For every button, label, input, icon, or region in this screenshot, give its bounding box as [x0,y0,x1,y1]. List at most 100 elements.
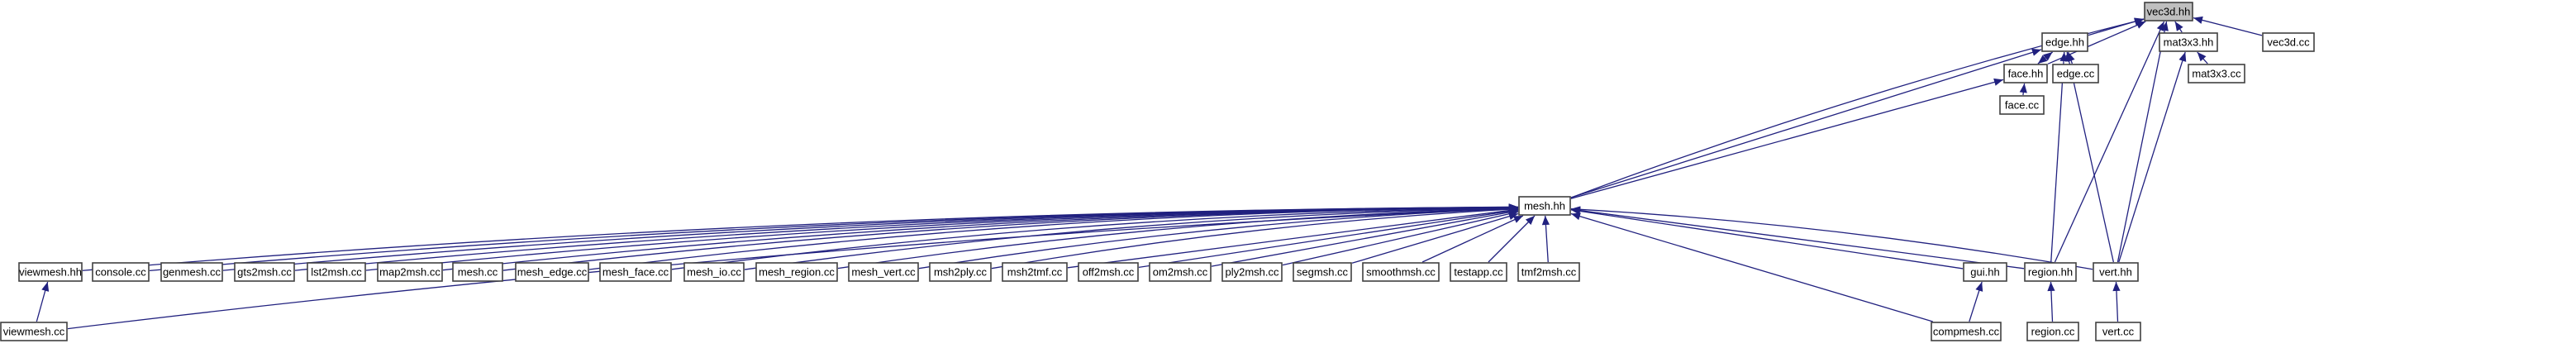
node-box[interactable] [1963,262,2007,282]
node-box[interactable] [2095,322,2141,341]
graph-node-region-hh[interactable]: region.hh [2024,262,2077,282]
graph-edge [1570,208,2025,270]
graph-node-tmf2msh-cc[interactable]: tmf2msh.cc [1517,262,1580,282]
graph-node-mesh-cc[interactable]: mesh.cc [452,262,503,282]
graph-node-region-cc[interactable]: region.cc [2026,322,2079,341]
node-box[interactable] [1517,262,1580,282]
graph-node-console-cc[interactable]: console.cc [92,262,150,282]
graph-edge [918,208,1519,270]
node-box[interactable] [599,262,672,282]
graph-node-mesh-edge-cc[interactable]: mesh_edge.cc [515,262,589,282]
node-box[interactable] [848,262,919,282]
graph-node-genmesh-cc[interactable]: genmesh.cc [160,262,223,282]
graph-edge [2050,51,2065,263]
graph-node-map2msh-cc[interactable]: map2msh.cc [377,262,443,282]
graph-edge [2118,51,2186,263]
graph-node-mat3x3-cc[interactable]: mat3x3.cc [2188,64,2245,83]
graph-edge [1138,209,1519,269]
graph-node-face-hh[interactable]: face.hh [2003,64,2048,83]
node-box[interactable] [683,262,745,282]
node-box[interactable] [2026,322,2079,341]
graph-node-msh2tmf-cc[interactable]: msh2tmf.cc [1002,262,1068,282]
node-box[interactable] [2144,2,2193,21]
graph-node-face-cc[interactable]: face.cc [1999,95,2045,115]
node-box[interactable] [1293,262,1352,282]
graph-edge-arrowhead [2047,282,2055,292]
node-label: gui.hh [1970,265,1999,278]
graph-node-mesh-face-cc[interactable]: mesh_face.cc [599,262,672,282]
node-box[interactable] [515,262,589,282]
graph-node-gui-hh[interactable]: gui.hh [1963,262,2007,282]
graph-node-compmesh-cc[interactable]: compmesh.cc [1931,322,2002,341]
graph-edge-arrowhead [1512,216,1523,223]
node-box[interactable] [452,262,503,282]
node-box[interactable] [1931,322,2002,341]
node-label: vert.hh [2099,265,2132,278]
node-box[interactable] [1149,262,1212,282]
node-box[interactable] [2093,262,2139,282]
graph-node-mat3x3-hh[interactable]: mat3x3.hh [2159,32,2218,52]
node-label: region.hh [2028,265,2073,278]
node-box[interactable] [2188,64,2245,83]
node-box[interactable] [377,262,443,282]
node-label: mesh_edge.cc [517,265,588,278]
node-box[interactable] [1999,95,2045,115]
node-box[interactable] [160,262,223,282]
graph-node-mesh-hh[interactable]: mesh.hh [1518,196,1571,216]
graph-edge [1488,215,1536,263]
node-box[interactable] [2262,32,2315,52]
node-label: segmsh.cc [1297,265,1349,278]
node-box[interactable] [2024,262,2077,282]
graph-node-mesh-io-cc[interactable]: mesh_io.cc [683,262,745,282]
graph-node-om2msh-cc[interactable]: om2msh.cc [1149,262,1212,282]
graph-node-viewmesh-cc[interactable]: viewmesh.cc [0,322,68,341]
node-box[interactable] [2041,32,2088,52]
node-box[interactable] [0,322,68,341]
graph-node-testapp-cc[interactable]: testapp.cc [1450,262,1507,282]
graph-node-vert-hh[interactable]: vert.hh [2093,262,2139,282]
graph-node-vec3d-hh[interactable]: vec3d.hh [2144,2,2193,21]
graph-node-viewmesh-hh[interactable]: viewmesh.hh [18,262,83,282]
graph-node-ply2msh-cc[interactable]: ply2msh.cc [1221,262,1283,282]
graph-edge [2054,21,2165,263]
graph-node-segmsh-cc[interactable]: segmsh.cc [1293,262,1352,282]
graph-edge [1282,211,1519,266]
graph-node-edge-hh[interactable]: edge.hh [2041,32,2088,52]
node-box[interactable] [1362,262,1440,282]
node-box[interactable] [234,262,295,282]
graph-node-mesh-vert-cc[interactable]: mesh_vert.cc [848,262,919,282]
node-box[interactable] [755,262,838,282]
node-box[interactable] [307,262,366,282]
graph-node-msh2ply-cc[interactable]: msh2ply.cc [929,262,992,282]
graph-node-lst2msh-cc[interactable]: lst2msh.cc [307,262,366,282]
node-box[interactable] [1002,262,1068,282]
node-label: vec3d.hh [2147,5,2191,17]
graph-node-mesh-region-cc[interactable]: mesh_region.cc [755,262,838,282]
node-box[interactable] [2159,32,2218,52]
graph-node-edge-cc[interactable]: edge.cc [2052,64,2099,83]
graph-node-vert-cc[interactable]: vert.cc [2095,322,2141,341]
graph-edge [1570,208,2093,270]
graph-node-vec3d-cc[interactable]: vec3d.cc [2262,32,2315,52]
node-label: msh2tmf.cc [1007,265,1063,278]
node-label: mesh_face.cc [602,265,669,278]
node-box[interactable] [1518,196,1571,216]
graph-node-smoothmsh-cc[interactable]: smoothmsh.cc [1362,262,1440,282]
node-box[interactable] [1078,262,1139,282]
graph-edge-arrowhead [2065,52,2074,62]
graph-node-gts2msh-cc[interactable]: gts2msh.cc [234,262,295,282]
node-box[interactable] [1221,262,1283,282]
node-box[interactable] [92,262,150,282]
graph-node-off2msh-cc[interactable]: off2msh.cc [1078,262,1139,282]
node-label: mesh_vert.cc [851,265,916,278]
node-label: mat3x3.hh [2164,36,2214,48]
node-box[interactable] [929,262,992,282]
node-box[interactable] [1450,262,1507,282]
node-box[interactable] [2052,64,2099,83]
node-box[interactable] [2003,64,2048,83]
node-label: off2msh.cc [1083,265,1135,278]
node-label: mesh.cc [458,265,498,278]
node-box[interactable] [18,262,83,282]
